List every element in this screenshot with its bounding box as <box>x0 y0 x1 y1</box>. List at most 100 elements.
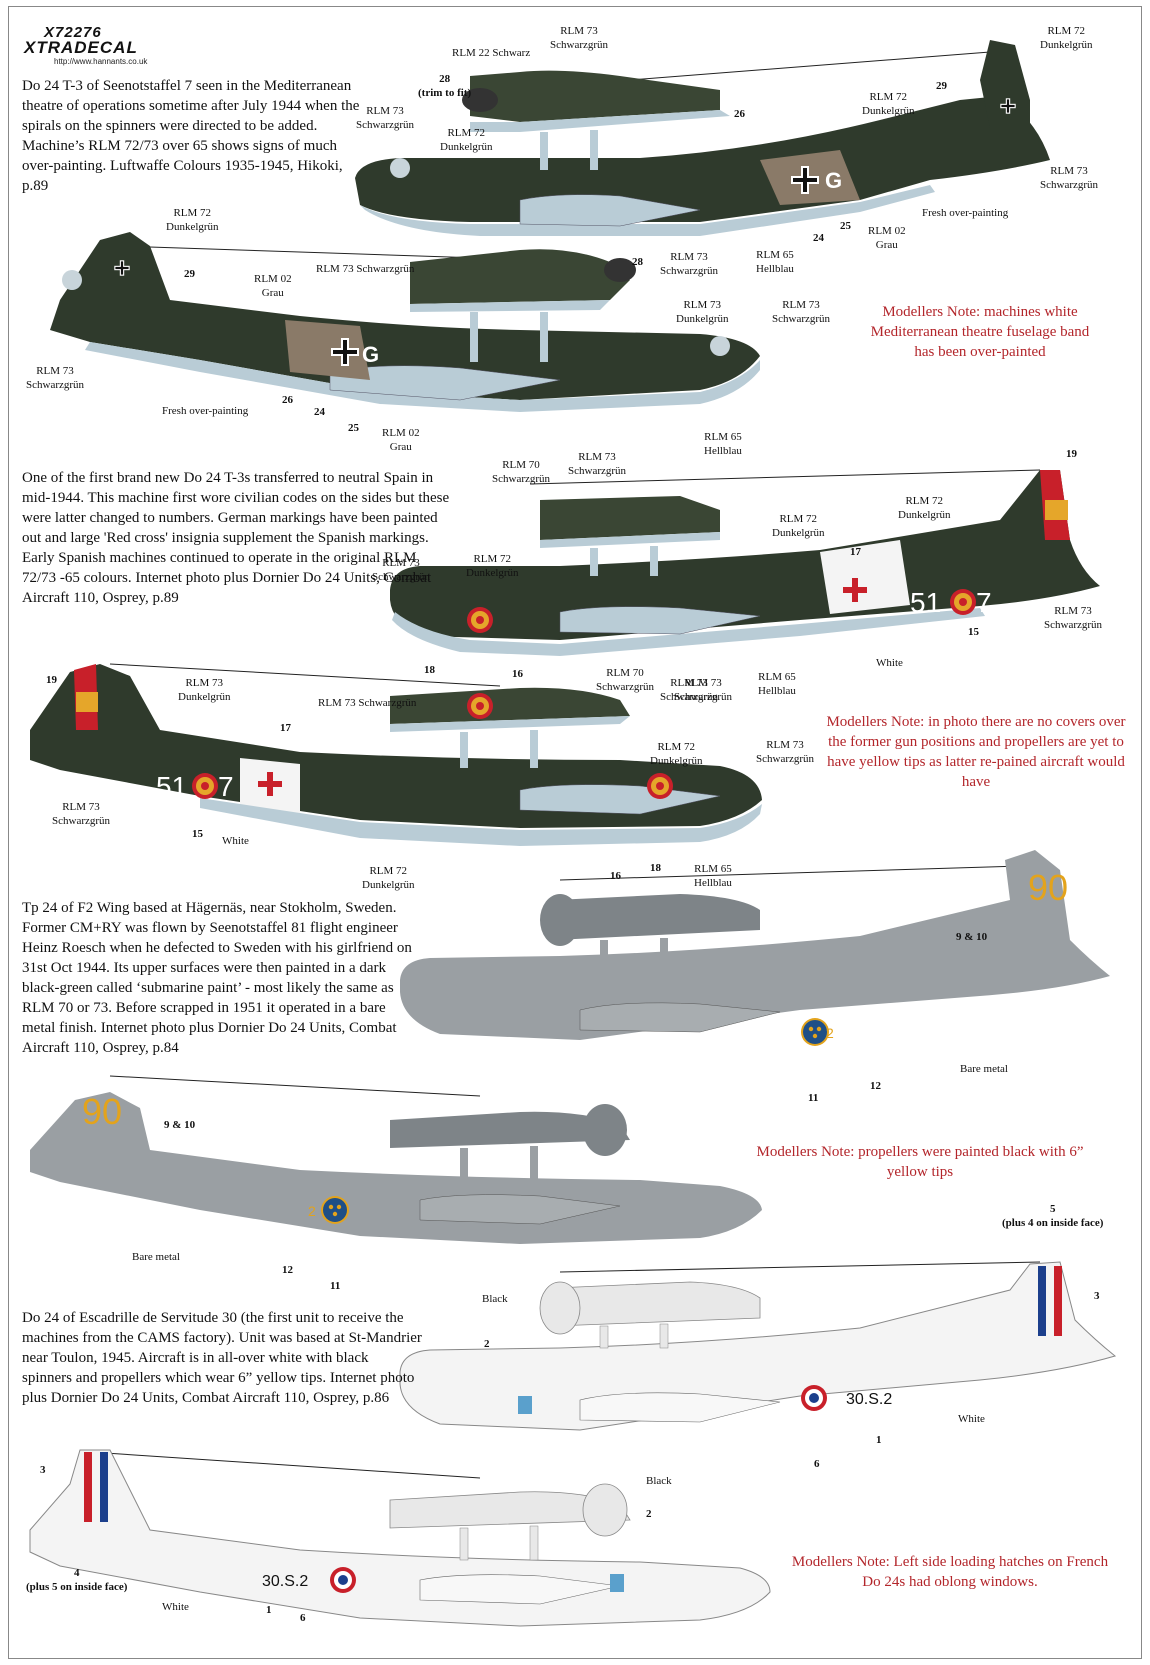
section-4-note: Modellers Note: Left side loading hatche… <box>791 1554 1109 1590</box>
num-25: 25 <box>840 220 851 232</box>
label-fresh: Fresh over-painting <box>922 207 1009 219</box>
num-24: 24 <box>813 232 824 244</box>
num8-3: 3 <box>40 1464 46 1476</box>
num4-16: 16 <box>610 870 621 882</box>
num2-24: 24 <box>314 406 325 418</box>
num7-6: 6 <box>814 1458 820 1470</box>
label-rlm73-tail: RLM 73 Schwarzgrün <box>1040 165 1099 191</box>
label3-rlm73-top: RLM 73 Schwarzgrün <box>568 451 627 477</box>
num8-1: 1 <box>266 1604 272 1616</box>
fuselage-code-51-left: 51 <box>156 771 187 802</box>
label-rlm72-aft: RLM 72 Dunkelgrün <box>862 91 915 117</box>
num2-26: 26 <box>282 394 293 406</box>
num3-17: 17 <box>850 546 861 558</box>
label5-9-10: 9 & 10 <box>956 931 988 943</box>
label2-rlm73-nose: RLM 73 Schwarzgrün <box>772 299 831 325</box>
label-rlm72-fwd: RLM 72 Dunkelgrün <box>440 127 493 153</box>
xtradecal-logo: X72276 XTRADECAL http://www.hannants.co.… <box>24 24 164 66</box>
section-1-description: Do 24 T-3 of Seenotstaffel 7 seen in the… <box>22 78 360 194</box>
label6-bare: Bare metal <box>132 1251 180 1263</box>
section-3-description: Tp 24 of F2 Wing based at Hägernäs, near… <box>22 900 412 1056</box>
label3-rlm73-nose: RLM 73 Schwarzgrün <box>372 557 431 583</box>
fuselage-code-51: 51 <box>910 587 941 618</box>
label4-rlm73-tail: RLM 73 Schwarzgrün <box>52 801 111 827</box>
aircraft-3-right-profile: 2 90 <box>400 850 1110 1046</box>
num8-6: 6 <box>300 1612 306 1624</box>
fuselage-code-30s2: 30.S.2 <box>846 1391 892 1408</box>
label7-white: White <box>958 1413 985 1425</box>
num3-16: 16 <box>512 668 523 680</box>
label3-rlm65: RLM 65 Hellblau <box>758 671 796 697</box>
label3-rlm72-fin: RLM 72 Dunkelgrün <box>898 495 951 521</box>
aircraft-3-left-profile: 2 90 <box>30 1075 762 1244</box>
label8-white: White <box>162 1601 189 1613</box>
num6-11: 11 <box>330 1280 341 1292</box>
label2-rlm02-low: RLM 02 Grau <box>382 427 420 453</box>
label4-rlm70: RLM 70 Schwarzgrün <box>596 667 655 693</box>
sheet-code: X72276 <box>44 24 102 41</box>
num2-28: 28 <box>632 256 643 268</box>
label7-5: 5 (plus 4 on inside face) <box>1002 1203 1104 1229</box>
fuselage-code-g-left: G <box>362 342 379 367</box>
label4-rlm73-nose: RLM 73 Schwarzgrün <box>756 739 815 765</box>
label2-rlm65: RLM 65 Hellblau <box>704 431 742 457</box>
label4-rlm73-fin: RLM 73 Dunkelgrün <box>178 677 231 703</box>
num-26: 26 <box>734 108 745 120</box>
fuselage-num-2-left: 2 <box>308 1203 316 1219</box>
label3-rlm72-mid: RLM 72 Dunkelgrün <box>772 513 825 539</box>
label4-rlm65: RLM 65 Hellblau <box>694 863 732 889</box>
label5-bare: Bare metal <box>960 1063 1008 1075</box>
label2-rlm72-fin: RLM 72 Dunkelgrün <box>166 207 219 233</box>
brand-name: XTRADECAL <box>24 38 138 57</box>
fuselage-code-g: G <box>825 168 842 193</box>
label-rlm65: RLM 65 Hellblau <box>756 249 794 275</box>
num4-19: 19 <box>46 674 57 686</box>
num4-18: 18 <box>650 862 661 874</box>
num7-1: 1 <box>876 1434 882 1446</box>
label4-rlm72-low: RLM 72 Dunkelgrün <box>362 865 415 891</box>
num3-19: 19 <box>1066 448 1077 460</box>
label-rlm73-lower: RLM 73 Schwarzgrün <box>660 251 719 277</box>
aircraft-1-left-profile: G <box>50 232 760 412</box>
num-29: 29 <box>936 80 947 92</box>
label-rlm22: RLM 22 Schwarz <box>452 47 531 59</box>
label-rlm73-nose: RLM 73 Schwarzgrün <box>356 105 415 131</box>
section-2-note: Modellers Note: in photo there are no co… <box>826 714 1126 790</box>
tail-code-90: 90 <box>1028 867 1068 908</box>
num2-29: 29 <box>184 268 195 280</box>
label3-rlm73-tail: RLM 73 Schwarzgrün <box>1044 605 1103 631</box>
num3-18: 18 <box>424 664 435 676</box>
num5-12: 12 <box>870 1080 881 1092</box>
aircraft-1-right-profile: G <box>355 40 1050 236</box>
num7-3: 3 <box>1094 1290 1100 1302</box>
fuselage-code-7: 7 <box>976 587 992 618</box>
label3-rlm73-low: RLM 73 Schwarzgrün <box>660 677 719 703</box>
label-rlm73-top: RLM 73 Schwarzgrün <box>550 25 609 51</box>
label7-black: Black <box>482 1293 508 1305</box>
section-1-note: Modellers Note: machines white Mediterra… <box>870 304 1090 360</box>
fuselage-code-7-left: 7 <box>218 771 234 802</box>
label-rlm72-fin: RLM 72 Dunkelgrün <box>1040 25 1093 51</box>
label-rlm02: RLM 02 Grau <box>868 225 906 251</box>
num2-25: 25 <box>348 422 359 434</box>
num7-2: 2 <box>484 1338 490 1350</box>
fuselage-num-2: 2 <box>826 1025 834 1041</box>
tail-code-90-left: 90 <box>82 1091 122 1132</box>
section-2-description: One of the first brand new Do 24 T-3s tr… <box>22 470 450 606</box>
aircraft-4-left-profile: 30.S.2 <box>29 1449 771 1627</box>
label2-rlm02: RLM 02 Grau <box>254 273 292 299</box>
label6-9-10: 9 & 10 <box>164 1119 196 1131</box>
label8-black: Black <box>646 1475 672 1487</box>
aircraft-2-left-profile: 51 7 <box>30 663 762 846</box>
label2-rlm73-tail: RLM 73 Schwarzgrün <box>26 365 85 391</box>
label3-white: White <box>876 657 903 669</box>
label8-4: 4 (plus 5 on inside face) <box>26 1567 128 1593</box>
label4-rlm73-mid: RLM 73 Schwarzgrün <box>674 677 733 703</box>
section-4-description: Do 24 of Escadrille de Servitude 30 (the… <box>22 1310 422 1406</box>
num8-2: 2 <box>646 1508 652 1520</box>
aircraft-4-right-profile: 30.S.2 <box>399 1261 1117 1431</box>
num4-17: 17 <box>280 722 291 734</box>
num3-15: 15 <box>968 626 979 638</box>
num4-15: 15 <box>192 828 203 840</box>
